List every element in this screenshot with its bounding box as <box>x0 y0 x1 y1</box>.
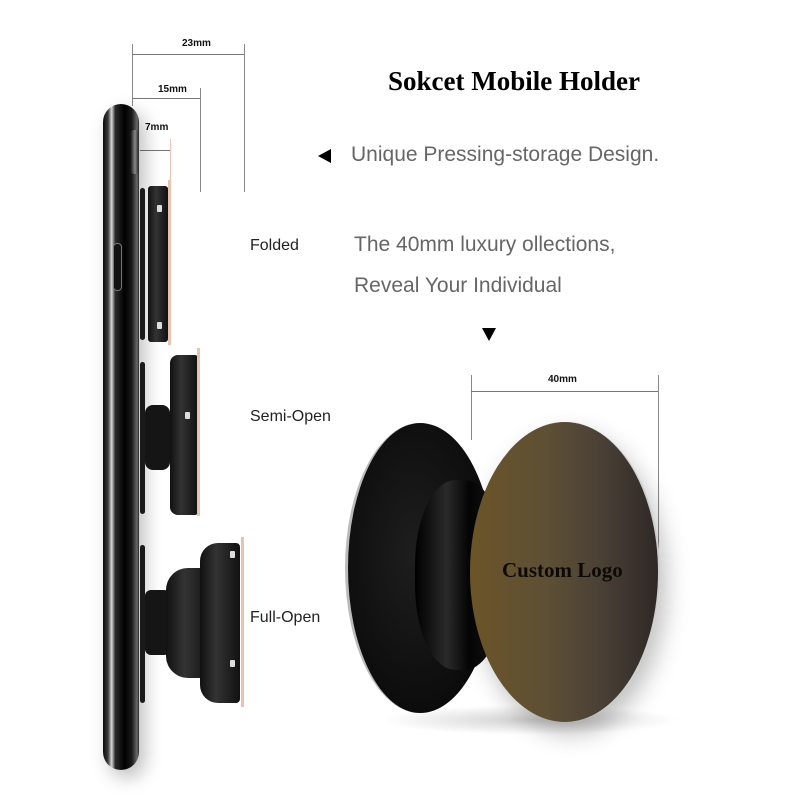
label-semi-open: Semi-Open <box>250 408 331 425</box>
dim-40-label: 40mm <box>548 374 577 385</box>
dim-7-line <box>140 150 170 151</box>
label-folded: Folded <box>250 237 299 254</box>
phone-side-button <box>113 243 122 291</box>
full-holder-stem <box>145 590 170 655</box>
folded-hole-top <box>157 205 162 212</box>
folded-hole-bottom <box>157 322 162 329</box>
semi-holder-edge <box>197 348 200 516</box>
folded-holder-base <box>140 188 145 340</box>
dim-15-right-line <box>200 88 201 192</box>
phone-camera-bump <box>131 130 139 174</box>
dim-7-label: 7mm <box>145 122 169 133</box>
full-hole-bottom <box>230 660 235 667</box>
semi-holder-body <box>170 355 198 515</box>
dim-15-label: 15mm <box>158 84 187 95</box>
arrow-left-icon <box>318 149 331 163</box>
full-holder-edge <box>241 537 244 707</box>
dim-40-left-line <box>471 375 472 440</box>
dim-23-left-line <box>132 44 133 106</box>
feature-luxury-line1: The 40mm luxury ollections, <box>354 233 616 256</box>
full-holder-base <box>140 545 145 703</box>
dim-23-label: 23mm <box>182 38 211 49</box>
dim-23-line <box>132 54 244 55</box>
label-full-open: Full-Open <box>250 609 321 626</box>
page-title: Sokcet Mobile Holder <box>388 66 640 96</box>
feature-luxury-line2: Reveal Your Individual <box>354 274 562 297</box>
arrow-down-icon <box>482 328 496 341</box>
folded-holder-edge <box>168 180 171 345</box>
dim-40-line <box>471 391 658 392</box>
full-holder-body <box>200 543 240 703</box>
semi-holder-base <box>140 362 145 514</box>
feature-pressing-storage: Unique Pressing-storage Design. <box>351 143 660 166</box>
dim-23-right-line <box>244 44 245 192</box>
dim-40-right-line <box>658 375 659 550</box>
dim-15-line <box>132 98 200 99</box>
semi-hole <box>185 412 190 419</box>
full-hole-top <box>230 551 235 558</box>
phone-side-view <box>103 104 139 770</box>
custom-logo-text: Custom Logo <box>502 558 623 582</box>
socket-top-disc <box>470 422 660 722</box>
folded-holder-body <box>148 186 168 342</box>
semi-holder-stem <box>145 405 170 470</box>
